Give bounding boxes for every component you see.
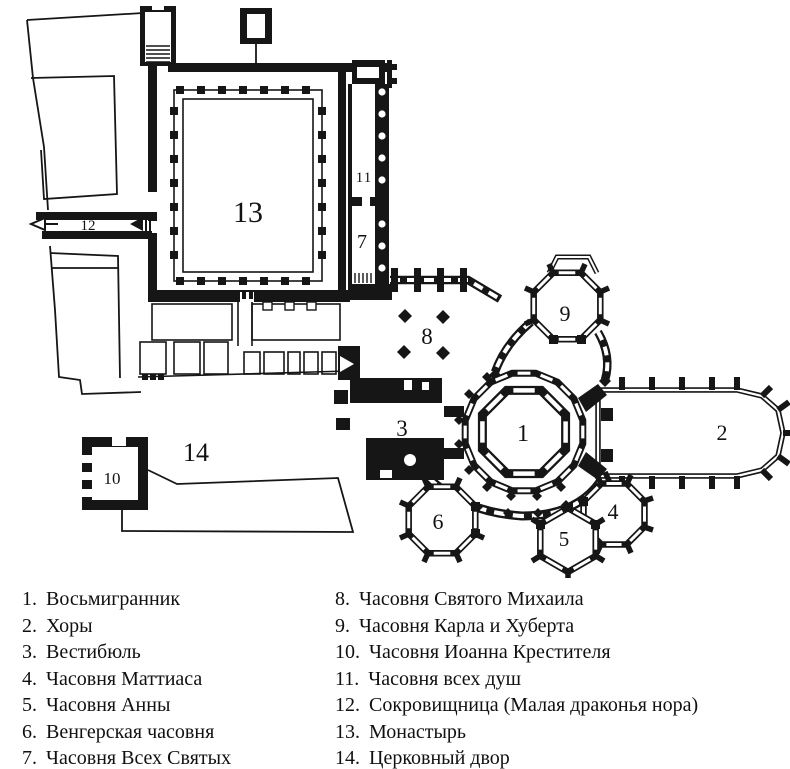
east-range	[348, 60, 397, 300]
site-boundary	[26, 12, 257, 395]
plan-number-6: 6	[433, 509, 444, 534]
plan-number-labels: 1 2 3 4 5 6 7 8 9 10 11 12 13 14	[81, 170, 728, 551]
plan-number-12: 12	[81, 218, 96, 234]
legend-label: Сокровищница (Малая драконья нора)	[369, 694, 699, 716]
chapel-10-building	[82, 437, 148, 510]
legend-column-left: 1. Восьмигранник 2. Хоры 3. Вестибюль 4. Час…	[22, 586, 335, 769]
chapel-5	[530, 503, 606, 578]
treasury-corridor	[28, 212, 152, 239]
legend-label: Вестибюль	[46, 641, 141, 663]
legend-number: 10.	[335, 641, 360, 663]
legend-number: 8.	[335, 588, 350, 610]
legend-item-1: 1. Восьмигранник	[22, 586, 335, 613]
legend-number: 3.	[22, 641, 37, 663]
plan-number-2: 2	[717, 420, 728, 445]
precinct-gate	[240, 8, 272, 44]
plan-number-14: 14	[183, 438, 209, 467]
cloister-columns	[170, 86, 326, 285]
legend-label: Часовня Святого Михаила	[359, 588, 584, 610]
plan-number-11: 11	[356, 170, 372, 186]
passage-arrow-east	[340, 356, 354, 372]
legend-item-3: 3. Вестибюль	[22, 639, 335, 666]
plan-number-10: 10	[104, 469, 121, 488]
plan-number-7: 7	[357, 231, 367, 253]
plan-number-3: 3	[396, 416, 408, 441]
legend: 1. Восьмигранник 2. Хоры 3. Вестибюль 4. Час…	[0, 578, 790, 769]
floor-plan: 1 2 3 4 5 6 7 8 9 10 11 12 13 14	[26, 2, 790, 578]
legend-item-12: 12. Сокровищница (Малая драконья нора)	[335, 692, 698, 719]
legend-label: Церковный двор	[369, 747, 510, 769]
legend-item-8: 8. Часовня Святого Михаила	[335, 586, 698, 613]
legend-label: Восьмигранник	[46, 588, 181, 610]
octagon-inner	[477, 385, 571, 479]
chapel-8-pillars	[397, 309, 450, 360]
legend-item-4: 4. Часовня Маттиаса	[22, 666, 335, 693]
legend-label: Часовня Всех Святых	[46, 747, 232, 769]
legend-label: Часовня Карла и Хуберта	[359, 614, 575, 637]
legend-number: 4.	[22, 667, 37, 690]
legend-number: 13.	[335, 720, 360, 743]
plan-number-8: 8	[421, 324, 433, 349]
outbuildings	[137, 301, 360, 380]
vestibule	[334, 378, 464, 480]
legend-label: Монастырь	[369, 720, 467, 743]
plan-number-9: 9	[560, 301, 571, 326]
legend-item-7: 7. Часовня Всех Святых	[22, 745, 335, 769]
legend-column-right: 8. Часовня Святого Михаила 9. Часовня Карл…	[335, 586, 698, 769]
legend-label: Часовня Маттиаса	[46, 667, 203, 690]
plan-number-13: 13	[233, 196, 263, 229]
legend-item-13: 13. Монастырь	[335, 719, 698, 746]
legend-item-10: 10. Часовня Иоанна Крестителя	[335, 639, 698, 666]
legend-number: 6.	[22, 720, 37, 743]
legend-number: 2.	[22, 614, 37, 637]
legend-label: Часовня Анны	[46, 694, 171, 716]
legend-number: 14.	[335, 747, 360, 769]
legend-number: 11.	[335, 667, 360, 690]
choir	[578, 377, 790, 489]
north-colonnade	[390, 268, 503, 303]
legend-item-6: 6. Венгерская часовня	[22, 719, 335, 746]
legend-label: Венгерская часовня	[46, 720, 215, 743]
legend-number: 12.	[335, 694, 360, 716]
legend-number: 5.	[22, 694, 37, 716]
church-courtyard	[121, 469, 355, 533]
legend-number: 1.	[22, 588, 37, 610]
legend-item-9: 9. Часовня Карла и Хуберта	[335, 613, 698, 640]
legend-label: Часовня всех душ	[368, 667, 521, 690]
legend-label: Часовня Иоанна Крестителя	[369, 641, 611, 663]
legend-label: Хоры	[46, 614, 93, 637]
legend-item-11: 11. Часовня всех душ	[335, 666, 698, 693]
cloister	[148, 63, 392, 302]
plan-number-1: 1	[517, 421, 529, 447]
direction-arrow-inner-icon	[130, 217, 143, 231]
stair-room	[140, 2, 176, 66]
plan-number-4: 4	[608, 499, 619, 524]
chapel-6	[398, 476, 486, 564]
legend-item-14: 14. Церковный двор	[335, 745, 698, 769]
legend-item-2: 2. Хоры	[22, 613, 335, 640]
plan-number-5: 5	[559, 527, 570, 551]
chapel-9	[523, 254, 611, 344]
legend-number: 7.	[22, 747, 37, 769]
legend-item-5: 5. Часовня Анны	[22, 692, 335, 719]
legend-number: 9.	[335, 614, 350, 637]
